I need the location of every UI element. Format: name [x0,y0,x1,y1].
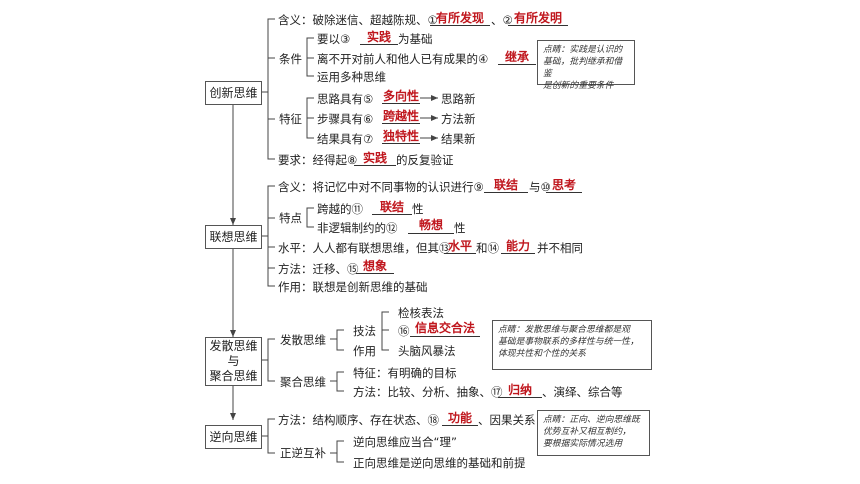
innovation-answer-5: 多向性 [382,89,419,103]
association-answer-15: 想象 [362,259,387,273]
answer-underline [501,253,535,254]
answer-underline [430,25,490,26]
divergent-tech3: 头脑风暴法 [398,344,456,358]
answer-underline [442,425,478,426]
association-answer-12: 畅想 [418,218,443,232]
association-answer-10: 思考 [551,178,576,192]
association-meaning-sep: 与⑩ [529,180,551,194]
innovation-answer-4: 继承 [504,50,529,64]
divergent-convergent-box: 发散思维 与 聚合思维 [205,337,262,386]
answer-underline [372,214,412,215]
innovation-answer-2: 有所发明 [513,11,562,25]
answer-underline [498,397,542,398]
divergent-tech2-prefix: ⑯ [398,324,410,338]
innovation-condition-label: 条件 [279,52,302,66]
association-feat1-suffix: 性 [412,202,424,216]
innovation-feat1-result: 思路新 [441,92,476,106]
innovation-feature-label: 特征 [279,112,302,126]
association-thinking-box: 联想思维 [205,225,262,249]
innovation-feat3-result: 结果新 [441,132,476,146]
association-role: 作用：联想是创新思维的基础 [278,280,428,294]
innovation-feat1-prefix: 思路具有⑤ [317,92,374,106]
innovation-require-suffix: 的反复验证 [396,153,454,167]
answer-underline [484,192,528,193]
answer-underline [498,64,536,65]
answer-underline [382,123,420,124]
innovation-feat3-prefix: 结果具有⑦ [317,132,374,146]
answer-underline [360,44,398,45]
divergent-technique-label: 技法 [353,324,376,338]
association-answer-9: 联结 [493,178,518,192]
divergent-tech1: 检核表法 [398,306,444,320]
answer-underline [382,103,420,104]
convergent-method-prefix: 方法：比较、分析、抽象、⑰ [353,385,503,399]
answer-underline [382,143,420,144]
divergent-answer-16: 信息交合法 [414,321,475,335]
association-answer-11: 联结 [379,200,404,214]
answer-underline [356,273,394,274]
innovation-answer-1: 有所发现 [435,11,484,25]
innovation-meaning-prefix: 含义：破除迷信、超越陈规、① [278,13,438,27]
divergent-label: 发散思维 [280,333,326,347]
convergent-answer-17: 归纳 [507,383,532,397]
association-level-prefix: 水平：人人都有联想思维，但其⑬ [278,241,451,255]
innovation-cond1-suffix: 为基础 [398,32,433,46]
divergent-role-label: 作用 [353,344,376,358]
innovation-answer-3: 实践 [366,30,391,44]
answer-underline [444,253,476,254]
answer-underline [508,25,568,26]
divergent-highlight-note: 点睛：发散思维与聚合思维都是观 基础是事物联系的多样性与统一性， 体现共性和个性… [492,320,652,370]
reverse-mutual-label: 正逆互补 [280,446,326,460]
innovation-meaning-sep: 、② [491,13,513,27]
association-answer-14: 能力 [505,239,530,253]
reverse-mutual2: 正向思维是逆向思维的基础和前提 [353,456,526,470]
innovation-thinking-box: 创新思维 [205,81,262,105]
innovation-feat2-prefix: 步骤具有⑥ [317,112,374,126]
reverse-highlight-note: 点睛：正向、逆向思维既 优势互补又相互制约， 要根据实际情况选用 [537,410,650,456]
convergent-method-suffix: 、演绎、综合等 [542,385,623,399]
convergent-label: 聚合思维 [280,375,326,389]
association-method-prefix: 方法：迁移、⑮ [278,262,359,276]
innovation-require-prefix: 要求：经得起⑧ [278,153,358,167]
reverse-method-suffix: 、因果关系 [478,413,536,427]
innovation-feat2-result: 方法新 [441,112,476,126]
association-level-sep: 和⑭ [476,241,499,255]
reverse-method-prefix: 方法：结构顺序、存在状态、⑱ [278,413,439,427]
reverse-answer-18: 功能 [447,411,472,425]
reverse-thinking-box: 逆向思维 [205,425,262,449]
innovation-answer-6: 跨越性 [382,109,419,123]
innovation-answer-8: 实践 [362,151,387,165]
innovation-cond1-prefix: 要以③ [317,32,351,46]
convergent-feature: 特征：有明确的目标 [353,366,457,380]
answer-underline [354,165,396,166]
association-feat2-prefix: 非逻辑制约的⑫ [317,221,398,235]
innovation-answer-7: 独特性 [382,129,419,143]
answer-underline [546,192,582,193]
innovation-cond2-prefix: 离不开对前人和他人已有成果的④ [317,52,489,66]
association-answer-13: 水平 [447,239,472,253]
answer-underline [410,336,480,337]
answer-underline [408,233,454,234]
association-feat1-prefix: 跨越的⑪ [317,202,363,216]
association-feature-label: 特点 [279,211,302,225]
association-level-suffix: 并不相同 [537,241,583,255]
innovation-highlight-note: 点睛：实践是认识的 基础，批判继承和借鉴 是创新的重要条件 [537,40,635,91]
reverse-mutual1: 逆向思维应当合“理” [353,435,457,449]
association-feat2-suffix: 性 [454,221,466,235]
innovation-cond3: 运用多种思维 [317,70,386,84]
association-meaning-prefix: 含义：将记忆中对不同事物的认识进行⑨ [278,180,484,194]
